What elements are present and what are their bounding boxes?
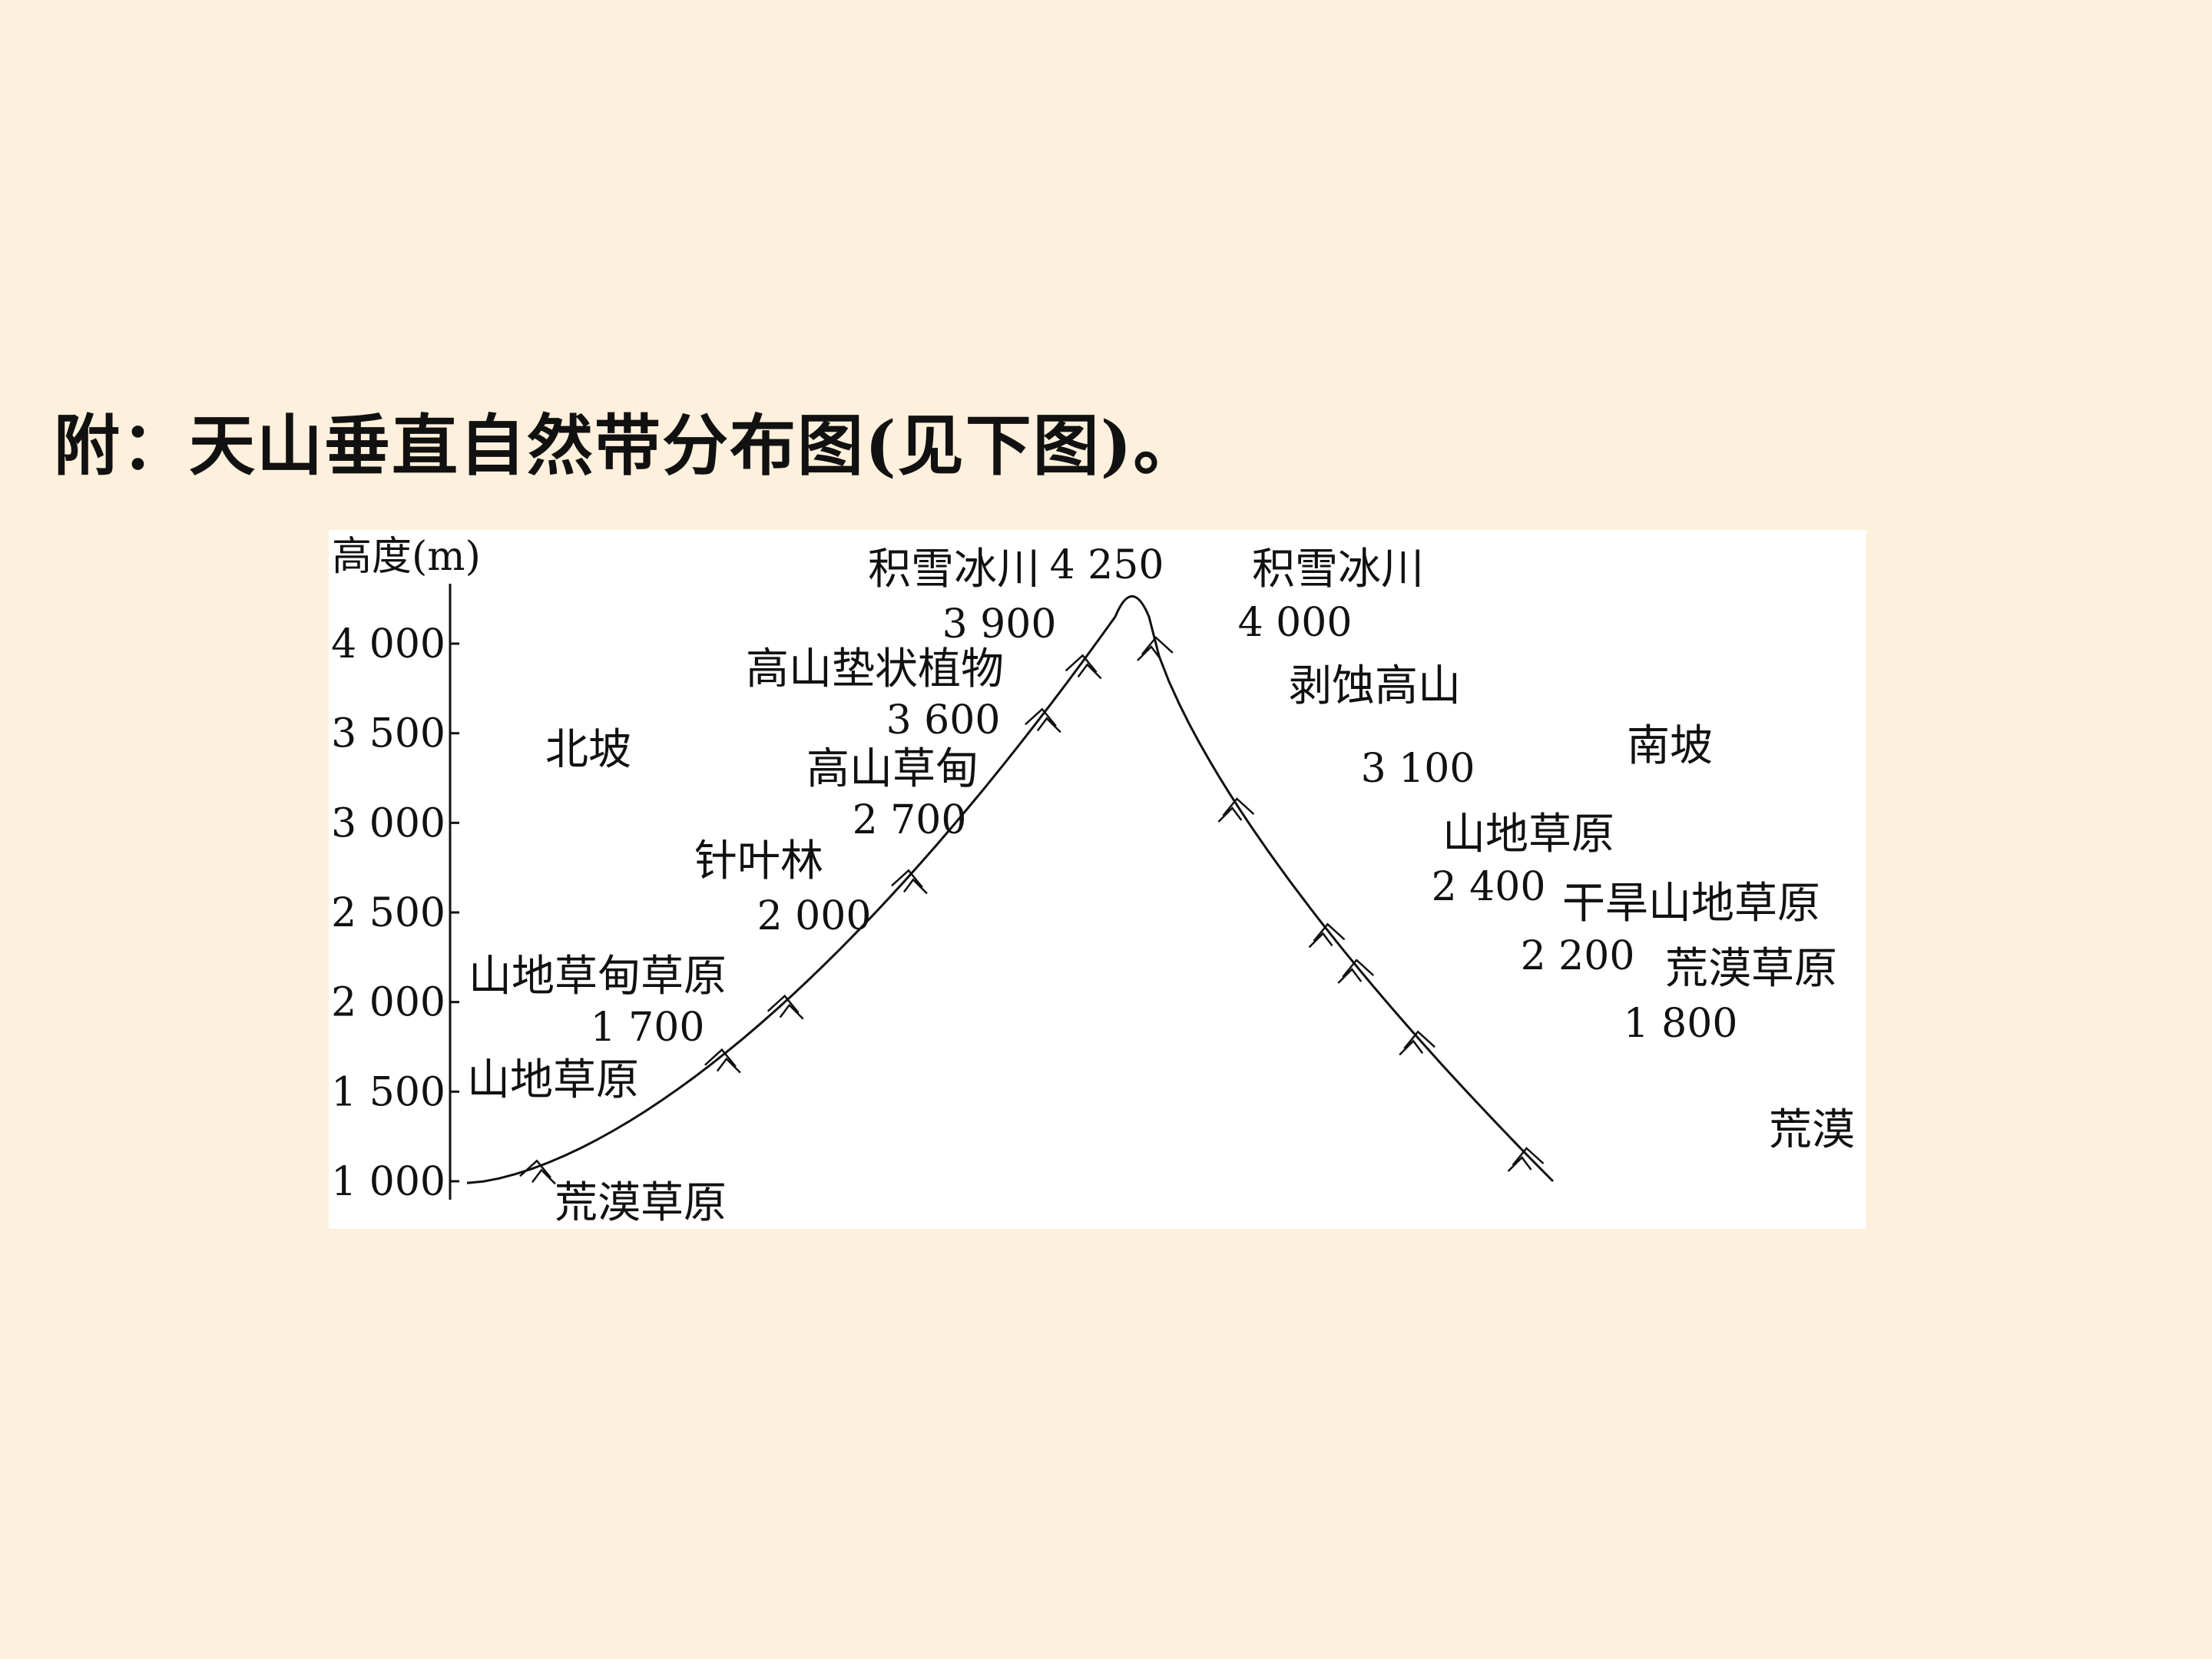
north-boundary-1700: 1 700	[591, 1005, 705, 1051]
north-boundary-2000: 2 000	[757, 893, 872, 939]
south-zone-arid-steppe: 干旱山地草原	[1562, 879, 1820, 929]
south-zone-mountain-steppe: 山地草原	[1442, 810, 1614, 859]
tianshan-vertical-zone-diagram: 4 000 3 500 3 000 2 500 2 000 1 500 1 000 高度(m…	[329, 530, 1866, 1229]
slide-title: 附：天山垂直自然带分布图(见下图)。	[54, 407, 1201, 485]
south-boundary-marker-2400	[1308, 922, 1346, 949]
south-boundary-4000: 4 000	[1238, 600, 1353, 646]
north-slope-label: 北坡	[545, 725, 631, 775]
south-boundary-marker-1800	[1399, 1030, 1436, 1056]
north-boundary-marker-3600	[1025, 707, 1061, 733]
axis-tick-label-1000: 1 000	[331, 1159, 445, 1205]
axis-tick-label-1500: 1 500	[331, 1069, 445, 1115]
south-zone-eroded-alpine: 剥蚀高山	[1289, 661, 1461, 711]
axis-tick-label-3500: 3 500	[331, 711, 445, 757]
summit-height-label: 4 250	[1050, 542, 1164, 588]
north-zone-glacier: 积雪冰川	[868, 545, 1040, 594]
north-zone-mountain-steppe: 山地草原	[467, 1055, 639, 1105]
north-boundary-marker-2700	[891, 869, 928, 895]
south-boundary-3100: 3 100	[1361, 746, 1475, 792]
north-boundary-marker-1700	[704, 1048, 741, 1074]
north-boundary-3600: 3 600	[886, 697, 1001, 743]
south-boundary-marker-3100	[1217, 797, 1255, 823]
south-zone-glacier: 积雪冰川	[1252, 545, 1424, 594]
north-base-marker	[519, 1159, 556, 1185]
south-boundary-2200: 2 200	[1521, 933, 1635, 979]
south-boundary-marker-2200	[1337, 959, 1375, 984]
axis-tick-label-2500: 2 500	[331, 890, 445, 936]
north-zone-conifer: 针叶林	[694, 836, 823, 886]
south-zone-desert-steppe: 荒漠草原	[1665, 944, 1837, 994]
axis-title: 高度(m)	[332, 534, 481, 580]
north-boundary-2700: 2 700	[853, 797, 967, 843]
south-base-marker	[1507, 1147, 1545, 1172]
south-boundary-1800: 1 800	[1624, 1001, 1738, 1047]
diagram-canvas: 4 000 3 500 3 000 2 500 2 000 1 500 1 000 高度(m…	[331, 534, 1855, 1228]
south-boundary-2400: 2 400	[1432, 864, 1546, 910]
axis-tick-label-3000: 3 000	[331, 800, 445, 846]
north-zone-desert-steppe: 荒漠草原	[555, 1178, 727, 1228]
north-boundary-marker-2000	[767, 994, 804, 1020]
south-boundary-marker-4000	[1137, 636, 1174, 661]
south-zone-desert: 荒漠	[1769, 1105, 1855, 1155]
north-boundary-3900: 3 900	[942, 601, 1057, 647]
mountain-profile	[466, 594, 1555, 1184]
north-boundary-marker-3900	[1065, 654, 1102, 680]
axis-tick-label-4000: 4 000	[331, 621, 445, 667]
axis-tick-label-2000: 2 000	[331, 980, 445, 1026]
north-zone-meadow-steppe: 山地草甸草原	[469, 952, 727, 1002]
south-slope-label: 南坡	[1627, 721, 1713, 771]
north-zone-alpine-cushion: 高山垫状植物	[746, 644, 1004, 694]
north-zone-alpine-meadow: 高山草甸	[806, 744, 979, 794]
